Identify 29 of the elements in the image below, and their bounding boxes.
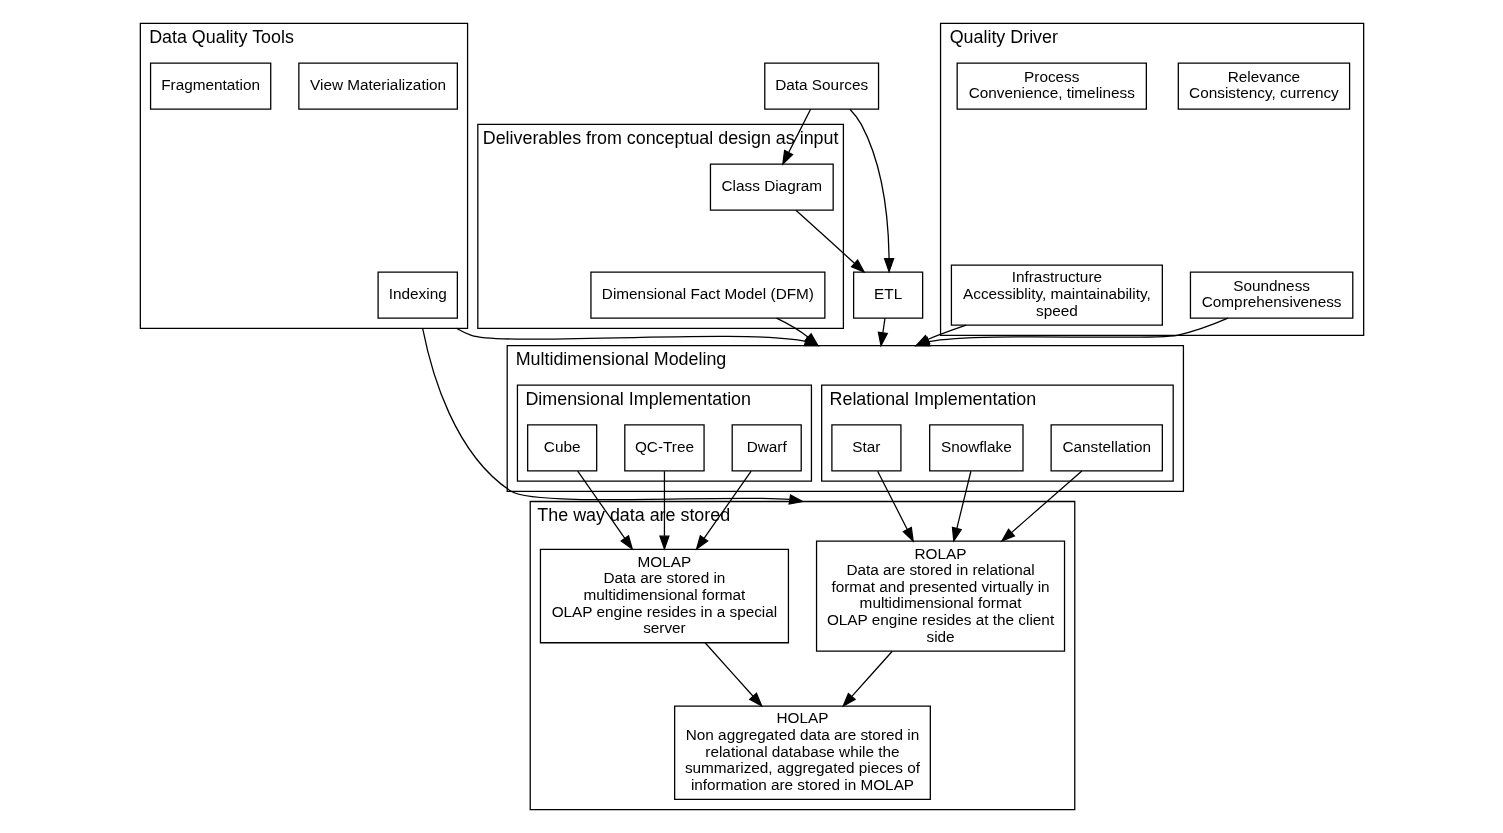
arrow: [951, 470, 972, 543]
node-box: Dwarf: [731, 424, 802, 472]
node-box: Dimensional Fact Model (DFM): [589, 271, 825, 319]
node-box: HOLAP Non aggregated data are stored in relational database while the summarized, aggregated pieces of information are stored in MOLAP: [673, 705, 931, 800]
node-box: Class Diagram: [709, 163, 834, 211]
node-box: Snowflake: [928, 424, 1024, 472]
node-box: MOLAP Data are stored in multidimensional format OLAP engine resides in a special server: [539, 548, 789, 644]
arrow: [703, 642, 763, 708]
node-box: QC-Tree: [623, 424, 705, 472]
node-box: ETL: [852, 271, 923, 319]
node-box: ROLAP Data are stored in relational format and presented virtually in multidimensional format OLAP engine resides at the client side: [815, 540, 1065, 652]
arrow: [841, 650, 893, 708]
arrow: [658, 470, 670, 551]
node-box: Canstellation: [1049, 424, 1163, 472]
arrow: [877, 317, 888, 348]
node-box: Process Convenience, timeliness: [956, 62, 1147, 110]
node-box: Infrastructure Accessiblity, maintainability, speed: [950, 264, 1163, 326]
arrow: [695, 470, 752, 551]
node-box: View Materialization: [297, 62, 458, 110]
node-box: Star: [830, 424, 902, 472]
node-box: Soundness Comprehensiveness: [1189, 271, 1353, 319]
node-box: Relevance Consistency, currency: [1177, 62, 1350, 110]
arrow: [794, 209, 865, 274]
node-box: Data Sources: [763, 62, 879, 110]
arrow: [576, 470, 633, 551]
node-box: Indexing: [376, 271, 458, 319]
arrow: [421, 327, 804, 505]
node-box: Cube: [526, 424, 597, 472]
node-box: Fragmentation: [149, 62, 271, 110]
